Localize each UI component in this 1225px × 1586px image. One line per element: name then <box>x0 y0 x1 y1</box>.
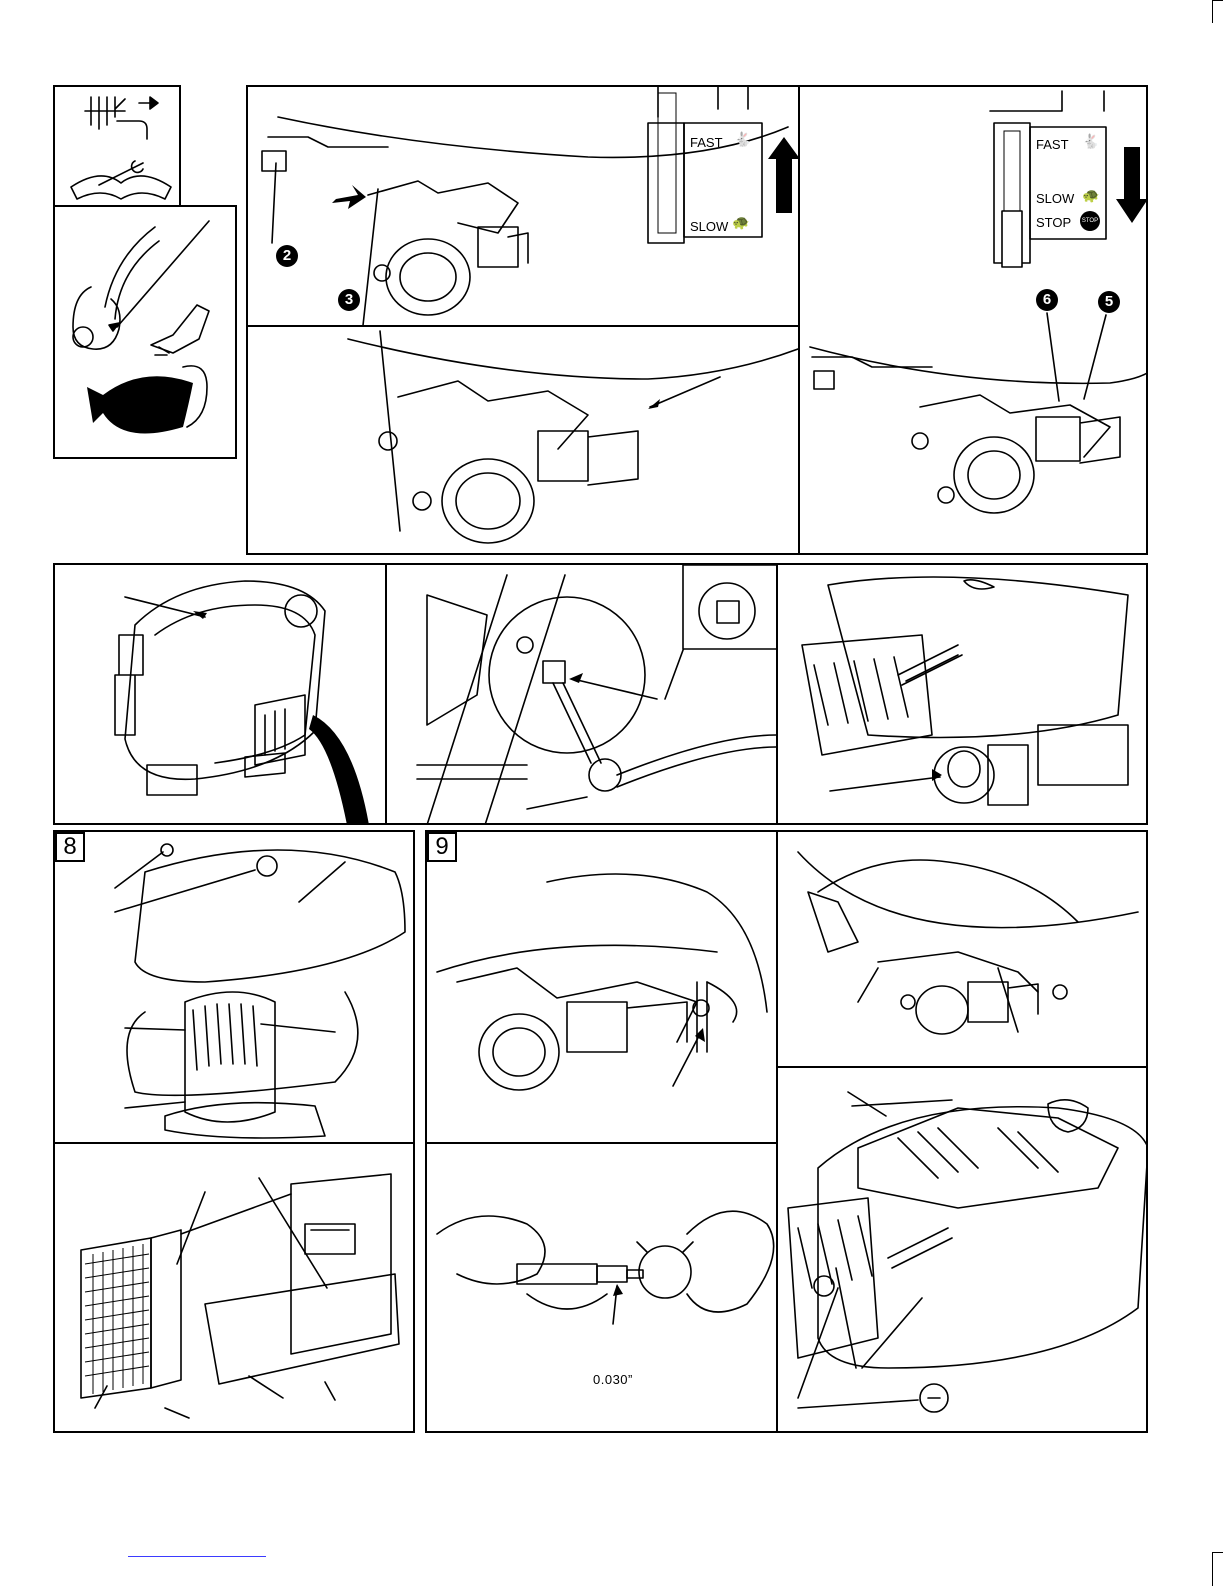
engine-cooling-fins-illustration <box>778 1068 1148 1433</box>
engine-shroud-illustration <box>55 565 387 825</box>
spark-lead-panel <box>53 205 237 459</box>
engine-shroud-panel <box>53 563 387 825</box>
engine-air-filter-illustration <box>778 565 1148 825</box>
blade-removal-panel <box>385 563 778 825</box>
fig9-fuel-panel: 9 <box>425 830 778 1144</box>
air-filter-panel <box>776 563 1148 825</box>
rabbit-icon: 🐇 <box>734 131 751 148</box>
manual-icon-panel <box>53 85 181 207</box>
fast-label: FAST <box>690 135 723 150</box>
crop-mark-top-right <box>1212 0 1223 23</box>
carburetor-illustration <box>248 327 800 555</box>
governor-spring-illustration <box>778 832 1148 1068</box>
throttle-fast-panel: 2 3 FAST 🐇 SLOW 🐢 <box>246 85 800 327</box>
slow-label: SLOW <box>690 219 728 234</box>
fuel-line-clamp-illustration <box>427 832 778 1144</box>
foam-air-filter-illustration <box>55 832 415 1144</box>
spark-plug-gap-illustration <box>427 1144 778 1433</box>
blade-wrench-illustration <box>387 565 778 825</box>
engine-cleaning-panel <box>776 1066 1148 1433</box>
fig9-spark-gap-panel: 0.030” <box>425 1142 778 1433</box>
crop-mark-bottom-right <box>1212 1552 1223 1586</box>
carburetor-panel <box>246 325 800 555</box>
linkage-with-callouts <box>800 87 1148 555</box>
governor-panel <box>776 830 1148 1068</box>
bottom-rule <box>128 1556 266 1557</box>
turtle-icon: 🐢 <box>732 214 749 231</box>
fig8-paper-panel <box>53 1142 415 1433</box>
paper-air-filter-illustration <box>55 1144 415 1433</box>
spark-plug-wire-illustration <box>55 207 237 459</box>
speed-lever-diagram <box>248 87 800 327</box>
throttle-stop-panel: FAST 🐇 SLOW 🐢 STOP STOP 6 5 <box>798 85 1148 555</box>
spark-gap-value: 0.030” <box>593 1372 633 1387</box>
fig8-foam-panel: 8 <box>53 830 415 1144</box>
service-manual-icon <box>55 87 181 207</box>
